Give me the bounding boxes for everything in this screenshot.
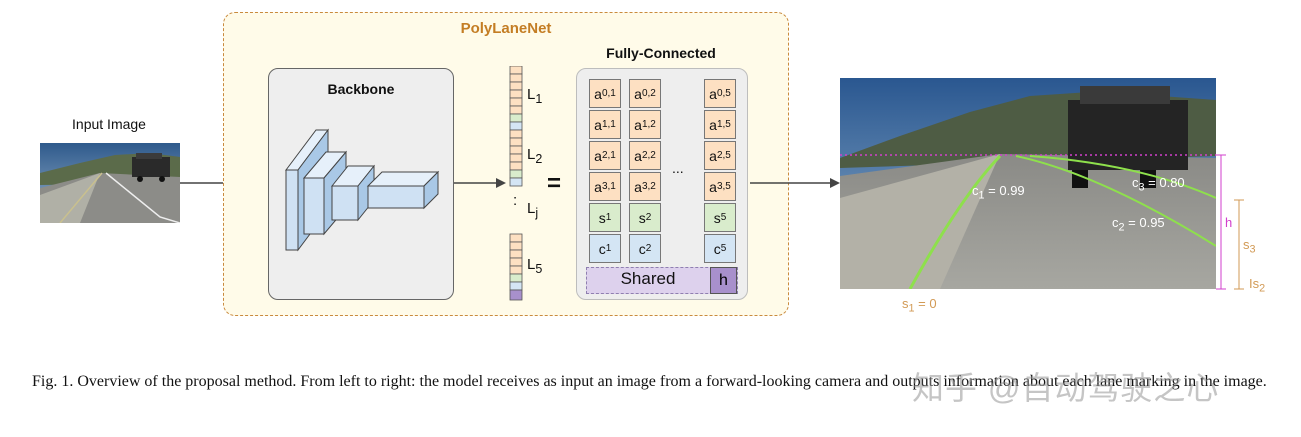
fc-column-ellipsis: ...	[672, 160, 684, 176]
shared-label: Shared	[620, 269, 676, 288]
feature-vector	[509, 66, 523, 301]
input-road-image	[40, 143, 180, 223]
lane-label-c3: c3 = 0.80	[1132, 175, 1185, 194]
backbone-title: Backbone	[327, 81, 395, 97]
input-image-label: Input Image	[72, 116, 146, 132]
arrow-fc-to-output	[750, 178, 840, 188]
horizon-h-label: h	[1225, 215, 1233, 230]
feature-label-l2: L2	[527, 146, 543, 166]
s3-label: s3	[1243, 237, 1256, 256]
height-brackets	[1216, 154, 1244, 290]
equals-sign: =	[547, 170, 562, 197]
lane-label-c2: c2 = 0.95	[1112, 215, 1165, 234]
figure-caption: Fig. 1. Overview of the proposal method.…	[32, 373, 1267, 390]
backbone-cnn-blocks	[285, 128, 440, 252]
watermark: 知乎 @自动驾驶之心	[912, 370, 1220, 406]
fully-connected-title: Fully-Connected	[606, 45, 716, 61]
horizon-h-cell: h	[710, 267, 737, 294]
feature-vdots: :	[513, 192, 518, 209]
feature-label-lj: Lj	[527, 200, 539, 220]
arrow-backbone-to-features	[454, 178, 506, 188]
s1-label: s1 = 0	[902, 296, 937, 315]
s2-label: Is2	[1249, 276, 1266, 295]
feature-label-l1: L1	[527, 86, 543, 106]
lane-label-c1: c1 = 0.99	[972, 183, 1025, 202]
feature-label-l5: L5	[527, 256, 543, 276]
output-road-image	[840, 78, 1216, 289]
polylanenet-title: PolyLaneNet	[460, 20, 552, 37]
